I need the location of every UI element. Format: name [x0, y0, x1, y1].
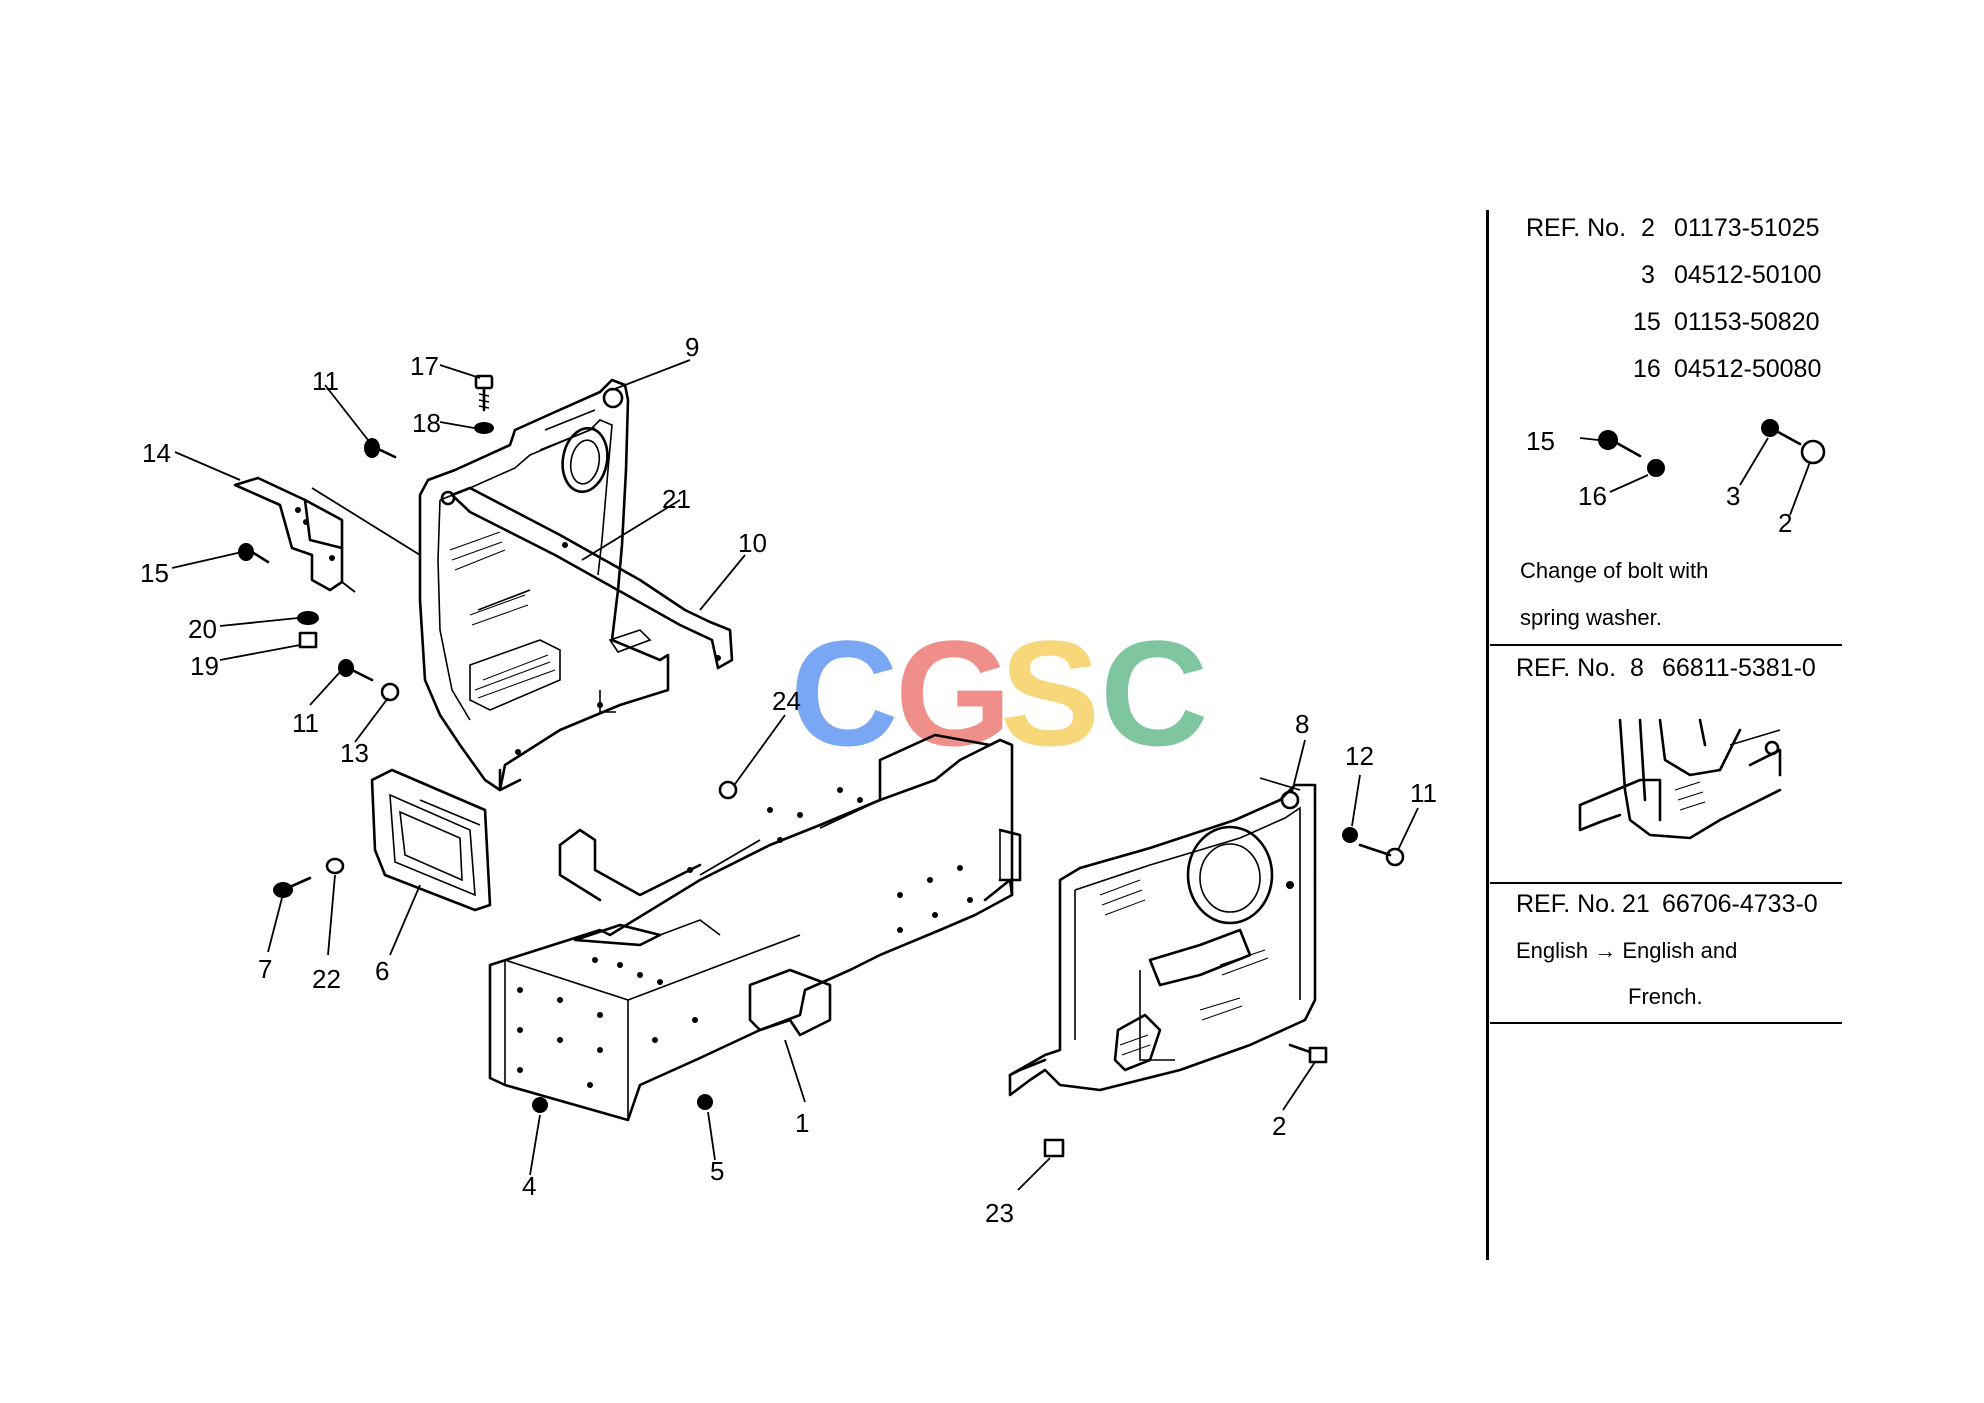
ref-no-label-21: REF. No. [1516, 890, 1617, 918]
washer-part-12 [1342, 827, 1358, 843]
bolt-part-2 [1288, 1043, 1328, 1064]
bolt-part-5 [697, 1094, 713, 1110]
callout-2: 2 [1272, 1111, 1286, 1141]
ref-16-number: 16 [1633, 355, 1661, 383]
panel-vertical-rule [1486, 210, 1489, 1260]
callout-11-lower: 11 [292, 708, 319, 738]
ref-21-part-number: 66706-4733-0 [1662, 890, 1818, 918]
callout-11-right: 11 [1410, 778, 1437, 808]
watermark-letter-s: S [1000, 609, 1100, 777]
washer-part-20 [297, 611, 319, 625]
bolt-part-11-right [1358, 843, 1405, 867]
washer-part-24 [718, 780, 738, 800]
ref-3-part-number: 04512-50100 [1674, 261, 1822, 289]
watermark-letter-c1: C [790, 609, 898, 777]
callout-9: 9 [685, 332, 699, 362]
callout-10: 10 [738, 528, 767, 558]
callout-21: 21 [662, 484, 691, 514]
callout-23: 23 [985, 1198, 1014, 1228]
panel-callout-3: 3 [1726, 481, 1740, 511]
cover-part-6 [370, 768, 492, 912]
callout-12: 12 [1345, 741, 1374, 771]
callout-22: 22 [312, 964, 341, 994]
callout-20: 20 [188, 614, 217, 644]
panel-callout-16: 16 [1578, 481, 1607, 511]
stay-part-21 [450, 486, 734, 670]
callout-7: 7 [258, 954, 272, 984]
panel-callout-15: 15 [1526, 426, 1555, 456]
bolt-change-note-line-1: Change of bolt with [1520, 558, 1709, 583]
callout-15: 15 [140, 558, 169, 588]
nut-part-19 [298, 631, 318, 649]
callout-1: 1 [795, 1108, 809, 1138]
bolt-part-7 [273, 876, 312, 898]
panel-plate-illustration [1578, 718, 1782, 840]
callout-13: 13 [340, 738, 369, 768]
watermark-logo: C G S C [790, 609, 1208, 777]
panel-callout-2: 2 [1778, 508, 1792, 538]
callout-19: 19 [190, 651, 219, 681]
callout-17: 17 [410, 351, 439, 381]
ref-21-number: 21 [1622, 890, 1650, 918]
ref-15-number: 15 [1633, 308, 1661, 336]
panel-divider-2 [1490, 882, 1842, 884]
bolt-part-15 [238, 543, 270, 564]
callout-4: 4 [522, 1171, 536, 1201]
bolt-part-4 [532, 1097, 548, 1113]
main-frame-part-1 [488, 733, 1022, 1122]
frame-plate-part-9 [418, 378, 670, 792]
ref-no-label-8: REF. No. [1516, 654, 1617, 682]
ref-2-part-number: 01173-51025 [1674, 214, 1820, 242]
callout-5: 5 [710, 1156, 724, 1186]
ref-3-number: 3 [1641, 261, 1655, 289]
leader-lines [171, 359, 1419, 1191]
washer-part-13 [380, 682, 400, 702]
bolt-part-17 [474, 374, 494, 412]
callout-24: 24 [772, 686, 801, 716]
callout-6: 6 [375, 956, 389, 986]
ref-2-number: 2 [1641, 214, 1655, 242]
panel-divider-1 [1490, 644, 1842, 646]
bracket-part-14 [233, 476, 421, 593]
panel-bolt-illustration: 15 16 3 2 [1526, 419, 1826, 538]
bolt-part-11-lower [338, 659, 374, 682]
language-note-line-1: English → English and [1516, 938, 1738, 963]
ref-15-part-number: 01153-50820 [1674, 308, 1820, 336]
watermark-letter-c2: C [1100, 609, 1208, 777]
panel-divider-3 [1490, 1022, 1842, 1024]
bolt-change-note-line-2: spring washer. [1520, 605, 1662, 630]
callout-numbers: 1 2 4 5 6 7 8 9 10 11 11 11 12 13 14 15 … [140, 332, 1437, 1228]
side-plate-part-8 [1008, 777, 1317, 1097]
callout-11-upper: 11 [312, 366, 339, 396]
ref-8-part-number: 66811-5381-0 [1662, 654, 1816, 682]
callout-8: 8 [1295, 709, 1309, 739]
ref-8-number: 8 [1630, 654, 1644, 682]
ref-16-part-number: 04512-50080 [1674, 355, 1822, 383]
callout-18: 18 [412, 408, 441, 438]
washer-part-18 [474, 422, 494, 434]
nut-part-23 [1043, 1138, 1065, 1158]
ref-no-label-1: REF. No. [1526, 214, 1627, 242]
callout-14: 14 [142, 438, 171, 468]
language-note-line-2: French. [1628, 984, 1703, 1009]
watermark-letter-g: G [895, 609, 1012, 777]
washer-part-22 [325, 857, 345, 875]
bolt-part-11-upper [364, 438, 397, 459]
